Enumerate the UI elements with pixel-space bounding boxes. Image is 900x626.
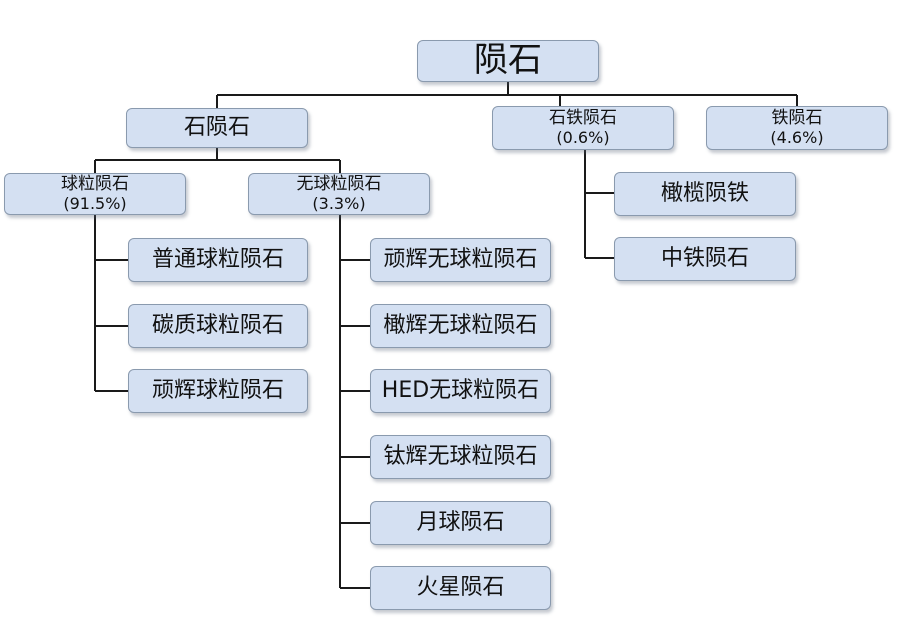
- node-iron: 铁陨石 (4.6%): [706, 106, 888, 150]
- node-stony-iron-type-label: 橄榄陨铁: [660, 181, 749, 207]
- node-stony-iron-type: 橄榄陨铁: [614, 172, 796, 216]
- node-achondrite-type: 火星陨石: [370, 566, 551, 610]
- node-achondrite-type: 橄辉无球粒陨石: [370, 304, 551, 348]
- node-achondrite-type-label: 橄辉无球粒陨石: [383, 313, 538, 339]
- node-root: 陨石: [417, 40, 599, 82]
- node-iron-pct: (4.6%): [770, 127, 824, 147]
- node-chondrite: 球粒陨石 (91.5%): [4, 173, 186, 215]
- node-iron-label: 铁陨石: [771, 108, 823, 129]
- node-achondrite-pct: (3.3%): [312, 193, 366, 213]
- node-stony-iron-type: 中铁陨石: [614, 237, 796, 281]
- node-achondrite-type: 钛辉无球粒陨石: [370, 435, 551, 479]
- node-stony-iron: 石铁陨石 (0.6%): [492, 106, 674, 150]
- node-stony: 石陨石: [126, 108, 308, 148]
- node-achondrite-type: HED无球粒陨石: [370, 369, 551, 413]
- node-chondrite-type: 普通球粒陨石: [128, 238, 308, 282]
- node-chondrite-type-label: 普通球粒陨石: [151, 247, 284, 273]
- node-stony-iron-pct: (0.6%): [556, 127, 610, 147]
- node-stony-iron-type-label: 中铁陨石: [660, 246, 749, 272]
- node-chondrite-type-label: 碳质球粒陨石: [151, 313, 284, 339]
- node-chondrite-pct: (91.5%): [63, 193, 127, 213]
- node-chondrite-label: 球粒陨石: [61, 174, 129, 195]
- node-achondrite-type-label: 火星陨石: [416, 575, 505, 601]
- node-achondrite-type-label: HED无球粒陨石: [381, 378, 540, 404]
- node-chondrite-type: 碳质球粒陨石: [128, 304, 308, 348]
- node-achondrite-type: 顽辉无球粒陨石: [370, 238, 551, 282]
- node-chondrite-type-label: 顽辉球粒陨石: [151, 378, 284, 404]
- node-stony-label: 石陨石: [183, 115, 250, 141]
- node-achondrite: 无球粒陨石 (3.3%): [248, 173, 430, 215]
- node-root-label: 陨石: [474, 40, 542, 81]
- node-achondrite-label: 无球粒陨石: [296, 174, 382, 195]
- node-chondrite-type: 顽辉球粒陨石: [128, 369, 308, 413]
- node-achondrite-type: 月球陨石: [370, 501, 551, 545]
- node-achondrite-type-label: 顽辉无球粒陨石: [383, 247, 538, 273]
- node-stony-iron-label: 石铁陨石: [549, 108, 617, 129]
- node-achondrite-type-label: 月球陨石: [416, 510, 505, 536]
- node-achondrite-type-label: 钛辉无球粒陨石: [383, 444, 538, 470]
